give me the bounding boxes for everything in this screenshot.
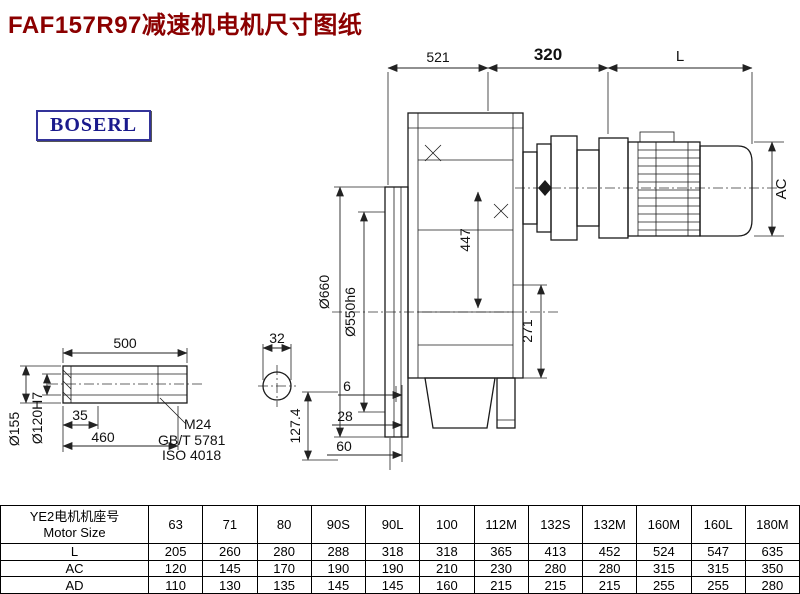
dim-500: 500 — [113, 335, 137, 351]
table-header-cell: 90L — [364, 505, 421, 544]
note-iso-4018: ISO 4018 — [162, 447, 221, 463]
dim-35: 35 — [72, 407, 88, 423]
table-cell: 205 — [147, 543, 204, 561]
table-cell: 255 — [636, 576, 692, 594]
table-cell: 145 — [202, 559, 258, 578]
note-gbt-5781: GB/T 5781 — [158, 432, 226, 448]
dim-32: 32 — [269, 330, 285, 346]
table-cell: 230 — [473, 559, 529, 578]
dim-460: 460 — [91, 429, 115, 445]
table-row-L: L 205 260 280 288 318 318 365 413 452 52… — [0, 543, 800, 561]
table-cell: 215 — [581, 576, 638, 594]
dim-60: 60 — [336, 438, 352, 454]
output-shaft-end-view — [262, 371, 292, 401]
table-header-cell: 180M — [744, 505, 800, 544]
table-cell: 280 — [527, 559, 584, 578]
table-cell: 315 — [636, 559, 692, 578]
motor-dimension-table: YE2电机机座号 Motor Size 63 71 80 90S 90L 100… — [0, 505, 800, 594]
table-cell: 635 — [744, 543, 800, 561]
row-label: AC — [0, 559, 149, 578]
dim-447: 447 — [457, 228, 473, 252]
table-cell: 452 — [581, 543, 638, 561]
table-cell: 524 — [636, 543, 692, 561]
table-cell: 210 — [419, 559, 475, 578]
table-cell: 130 — [202, 576, 258, 594]
table-cell: 215 — [473, 576, 529, 594]
table-header-cell: 160L — [690, 505, 746, 544]
table-cell: 145 — [364, 576, 421, 594]
table-header-cell: 71 — [202, 505, 258, 544]
table-header-line1: YE2电机机座号 — [29, 508, 120, 524]
dim-155: Ø155 — [6, 412, 22, 446]
table-cell: 145 — [310, 576, 367, 594]
table-cell: 413 — [527, 543, 584, 561]
table-cell: 170 — [256, 559, 312, 578]
table-cell: 160 — [419, 576, 475, 594]
table-cell: 365 — [473, 543, 529, 561]
table-row-AC: AC 120 145 170 190 190 210 230 280 280 3… — [0, 559, 800, 578]
page-title: FAF157R97减速机电机尺寸图纸 — [8, 12, 363, 39]
key-marker — [538, 180, 552, 196]
table-cell: 280 — [744, 576, 800, 594]
reducer-assembly — [384, 112, 753, 438]
dimensions: 521 320 L AC Ø660 Ø550h6 447 271 — [6, 45, 790, 470]
table-cell: 110 — [147, 576, 204, 594]
table-cell: 318 — [364, 543, 421, 561]
dim-AC: AC — [773, 178, 790, 199]
table-cell: 547 — [690, 543, 746, 561]
dim-127-4: 127.4 — [287, 408, 303, 443]
table-cell: 280 — [256, 543, 312, 561]
table-cell: 135 — [256, 576, 312, 594]
note-m24: M24 — [184, 416, 211, 432]
table-header-cell: 160M — [636, 505, 692, 544]
output-shaft-side-view — [62, 365, 188, 404]
dim-521: 521 — [426, 49, 450, 65]
table-cell: 315 — [690, 559, 746, 578]
table-header-cell: 132S — [527, 505, 584, 544]
dim-120h7: Ø120H7 — [29, 392, 45, 444]
row-label: L — [0, 543, 149, 561]
table-header-line2: Motor Size — [43, 524, 106, 540]
table-header-cell: 132M — [581, 505, 638, 544]
table-header-motor-size: YE2电机机座号 Motor Size — [0, 505, 149, 544]
table-header-cell: 112M — [473, 505, 529, 544]
dim-320: 320 — [534, 45, 562, 64]
dim-L: L — [676, 48, 684, 65]
table-cell: 190 — [364, 559, 421, 578]
table-header-cell: 63 — [147, 505, 204, 544]
table-row-AD: AD 110 130 135 145 145 160 215 215 215 2… — [0, 576, 800, 594]
table-header-cell: 90S — [310, 505, 367, 544]
table-header-cell: 80 — [256, 505, 312, 544]
table-cell: 215 — [527, 576, 584, 594]
table-cell: 190 — [310, 559, 367, 578]
dim-6: 6 — [343, 378, 351, 394]
table-cell: 255 — [690, 576, 746, 594]
dim-271: 271 — [519, 319, 535, 343]
table-cell: 350 — [744, 559, 800, 578]
table-cell: 260 — [202, 543, 258, 561]
table-cell: 318 — [419, 543, 475, 561]
table-cell: 280 — [581, 559, 638, 578]
row-label: AD — [0, 576, 149, 594]
table-header-cell: 100 — [419, 505, 475, 544]
dim-550h6: Ø550h6 — [342, 287, 358, 337]
dim-660: Ø660 — [316, 275, 332, 309]
boserl-logo: BOSERL — [36, 110, 152, 141]
table-cell: 288 — [310, 543, 367, 561]
technical-drawing: 521 320 L AC Ø660 Ø550h6 447 271 — [6, 45, 790, 470]
dim-28: 28 — [337, 408, 353, 424]
table-cell: 120 — [147, 559, 204, 578]
